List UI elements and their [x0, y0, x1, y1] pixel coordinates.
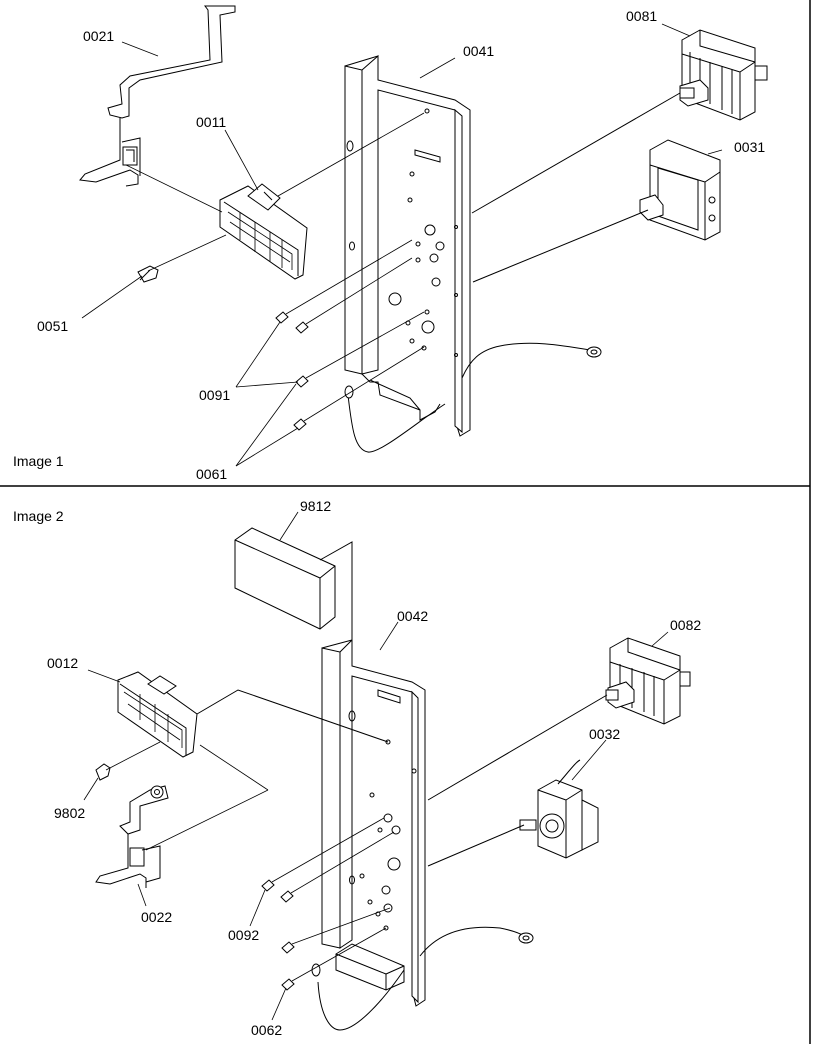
label-9812: 9812: [300, 498, 331, 514]
filter-0012-drawing: [117, 671, 389, 758]
label-0031: 0031: [734, 139, 765, 155]
ground-wire-1: [347, 394, 446, 453]
screws-0092-drawing: [261, 817, 395, 991]
image-1-caption: Image 1: [13, 453, 64, 469]
image-2-caption: Image 2: [13, 508, 64, 524]
label-0091: 0091: [199, 387, 230, 403]
ground-wire-1b: [461, 342, 591, 379]
label-0061: 0061: [196, 466, 227, 482]
ground-wire-2: [317, 969, 405, 1031]
control-panel-0041-drawing: [344, 54, 471, 437]
label-0062: 0062: [251, 1022, 282, 1038]
thermostat-0032-drawing: [427, 759, 599, 867]
switch-0081-drawing: [471, 29, 768, 214]
label-0081: 0081: [626, 8, 657, 24]
label-0042: 0042: [397, 608, 428, 624]
pin-9802-drawing: [95, 741, 161, 781]
label-0021: 0021: [83, 28, 114, 44]
image-2-panel: Image 2 9812 0042 0082 0012 0032 9802 00…: [13, 498, 701, 1038]
ground-wire-2b: [419, 926, 525, 957]
label-0022: 0022: [141, 909, 172, 925]
bracket-0021-drawing: [79, 5, 236, 187]
label-0051: 0051: [37, 318, 68, 334]
label-0012: 0012: [47, 655, 78, 671]
label-0092: 0092: [228, 927, 259, 943]
filter-0011-drawing: [219, 183, 308, 280]
image-1-panel: 0021 0011 0041 0081 0031 0051 0091 0061 …: [13, 5, 768, 482]
switch-0082-drawing: [427, 637, 691, 801]
bracket-0022-drawing: [95, 744, 269, 888]
screws-0091-drawing: [275, 239, 425, 431]
label-0082: 0082: [670, 617, 701, 633]
pin-0051-drawing: [137, 265, 159, 283]
thermostat-0031-drawing: [472, 139, 721, 283]
label-9802: 9802: [54, 805, 85, 821]
insulation-block-9812-drawing: [234, 527, 353, 700]
label-0011: 0011: [196, 114, 226, 130]
label-0041: 0041: [463, 43, 494, 59]
control-panel-0042-drawing: [321, 638, 426, 1007]
label-0032: 0032: [589, 726, 620, 742]
